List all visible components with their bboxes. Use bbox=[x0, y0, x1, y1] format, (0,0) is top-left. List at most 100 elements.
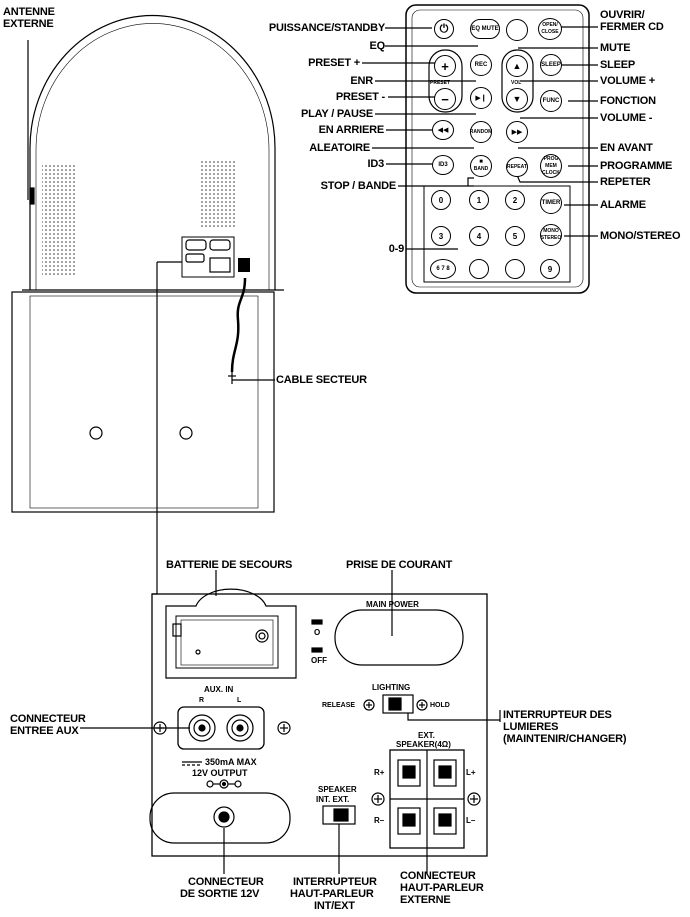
key-678[interactable]: 6 7 8 bbox=[430, 259, 456, 279]
base-hole-right bbox=[179, 426, 193, 440]
label-batterie-secours: BATTERIE DE SECOURS bbox=[166, 559, 293, 571]
skip-back-key[interactable]: ◀◀ bbox=[432, 120, 454, 140]
func-key[interactable]: FUNC bbox=[540, 90, 562, 112]
timer-key[interactable]: TIMER bbox=[540, 192, 562, 214]
preset-plus-key[interactable]: + bbox=[434, 55, 456, 77]
aux-jack-l bbox=[226, 714, 254, 742]
label-fonction: FONCTION bbox=[600, 95, 656, 107]
label-connecteur-aux-1: CONNECTEUR bbox=[10, 713, 86, 725]
label-externe: EXTERNE bbox=[3, 18, 54, 30]
hold-text: HOLD bbox=[430, 702, 450, 709]
volume-up-key[interactable]: ▲ bbox=[506, 55, 528, 77]
skip-forward-icon: ▶▶ bbox=[511, 128, 523, 136]
key-0[interactable]: 0 bbox=[431, 190, 451, 210]
key-3[interactable]: 3 bbox=[431, 226, 451, 246]
label-en-avant: EN AVANT bbox=[600, 142, 653, 154]
rear-panel-enlarged bbox=[151, 593, 488, 857]
volume-down-key[interactable]: ▼ bbox=[506, 88, 528, 110]
jukebox-inner-arch bbox=[35, 23, 270, 290]
label-play-pause: PLAY / PAUSE bbox=[301, 108, 373, 120]
key-4[interactable]: 4 bbox=[469, 226, 489, 246]
label-id3: ID3 bbox=[367, 158, 384, 170]
label-interrupteur-hp-1: INTERRUPTEUR bbox=[293, 876, 377, 888]
power-icon: ⏻ bbox=[439, 22, 449, 35]
l-minus-text: L– bbox=[466, 816, 476, 825]
rear-panel-small bbox=[181, 236, 235, 278]
label-interrupteur-lumieres-2: LUMIERES bbox=[503, 721, 559, 733]
label-connecteur-aux-2: ENTREE AUX bbox=[10, 725, 79, 737]
int-ext-text: INT. EXT. bbox=[316, 795, 350, 804]
label-interrupteur-hp-2: HAUT-PARLEUR bbox=[290, 888, 374, 900]
dc-out-block bbox=[149, 792, 291, 844]
repeat-key[interactable]: REPEAT bbox=[506, 157, 528, 177]
band-key[interactable]: ■BAND bbox=[470, 155, 492, 177]
ext-speaker-text-1: EXT. bbox=[418, 731, 435, 740]
label-interrupteur-lumieres-3: (MAINTENIR/CHANGER) bbox=[503, 733, 627, 745]
label-fermer-cd: FERMER CD bbox=[600, 21, 664, 33]
aux-in-block bbox=[177, 706, 265, 750]
blank-key-2[interactable] bbox=[505, 259, 525, 279]
blank-key-top[interactable] bbox=[506, 19, 528, 41]
label-volume-minus: VOLUME - bbox=[600, 112, 653, 124]
volume-down-icon: ▼ bbox=[512, 93, 522, 104]
main-power-switch bbox=[334, 609, 464, 666]
power-key[interactable]: ⏻ bbox=[434, 19, 454, 39]
power-spec-2: 12V OUTPUT bbox=[192, 768, 248, 778]
prog-key[interactable]: PROG MEM CLOCK bbox=[540, 154, 562, 178]
blank-key-1[interactable] bbox=[469, 259, 489, 279]
lighting-text: LIGHTING bbox=[372, 683, 411, 692]
antenna-plug bbox=[29, 187, 35, 205]
aux-r-text: R bbox=[199, 697, 205, 704]
label-puissance-standby: PUISSANCE/STANDBY bbox=[268, 22, 385, 34]
label-connecteur-hp-2: HAUT-PARLEUR bbox=[400, 882, 484, 894]
key-9[interactable]: 9 bbox=[540, 259, 560, 279]
random-key[interactable]: RANDOM bbox=[470, 121, 492, 143]
minus-icon: − bbox=[441, 91, 449, 107]
remote-body bbox=[405, 4, 590, 294]
release-text: RELEASE bbox=[322, 702, 356, 709]
open-close-key[interactable]: OPEN/ CLOSE bbox=[538, 18, 562, 40]
label-ouvrir: OUVRIR/ bbox=[600, 9, 645, 21]
lighting-screw-left bbox=[363, 699, 375, 711]
label-antenne: ANTENNE bbox=[3, 6, 55, 18]
play-pause-key[interactable]: ▶❙ bbox=[470, 87, 492, 109]
mono-stereo-key[interactable]: MONO STEREO bbox=[540, 224, 562, 246]
label-preset-minus: PRESET - bbox=[335, 91, 385, 103]
label-prise-courant: PRISE DE COURANT bbox=[346, 559, 453, 571]
band-text: BAND bbox=[473, 166, 489, 172]
label-preset-plus: PRESET + bbox=[308, 57, 360, 69]
speaker-text: SPEAKER bbox=[318, 785, 357, 794]
stop-icon: ■ bbox=[479, 159, 483, 165]
skip-forward-key[interactable]: ▶▶ bbox=[506, 121, 528, 143]
power-cable bbox=[230, 277, 247, 373]
preset-minus-key[interactable]: − bbox=[434, 88, 456, 110]
jukebox-arch bbox=[29, 14, 276, 290]
label-mono-stereo: MONO/STEREO bbox=[600, 230, 681, 242]
label-interrupteur-lumieres-1: INTERRUPTEUR DES bbox=[503, 709, 612, 721]
label-connecteur-sortie-2: DE SORTIE 12V bbox=[180, 888, 260, 900]
label-enr: ENR bbox=[350, 75, 373, 87]
jukebox-base bbox=[11, 291, 275, 513]
main-power-text: MAIN POWER bbox=[366, 600, 419, 609]
base-hole-left bbox=[89, 426, 103, 440]
label-stop-bande: STOP / BANDE bbox=[320, 180, 397, 192]
aux-l-text: L bbox=[237, 697, 242, 704]
label-repeter: REPETER bbox=[600, 176, 651, 188]
label-cable-secteur: CABLE SECTEUR bbox=[276, 374, 367, 386]
play-pause-icon: ▶❙ bbox=[475, 94, 487, 102]
label-sleep: SLEEP bbox=[600, 59, 636, 71]
plus-icon: + bbox=[441, 58, 449, 74]
key-2[interactable]: 2 bbox=[505, 190, 525, 210]
r-minus-text: R– bbox=[374, 816, 385, 825]
id3-key[interactable]: ID3 bbox=[432, 155, 454, 175]
label-volume-plus: VOLUME + bbox=[600, 75, 655, 87]
key-5[interactable]: 5 bbox=[505, 226, 525, 246]
vol-text: VOL bbox=[511, 80, 522, 86]
sleep-key[interactable]: SLEEP bbox=[540, 54, 562, 76]
key-1[interactable]: 1 bbox=[469, 190, 489, 210]
eq-mute-key[interactable]: EQ MUTE bbox=[470, 19, 500, 39]
lighting-screw-right bbox=[416, 699, 428, 711]
label-connecteur-sortie-1: CONNECTEUR bbox=[188, 876, 264, 888]
rec-key[interactable]: REC bbox=[470, 54, 492, 76]
